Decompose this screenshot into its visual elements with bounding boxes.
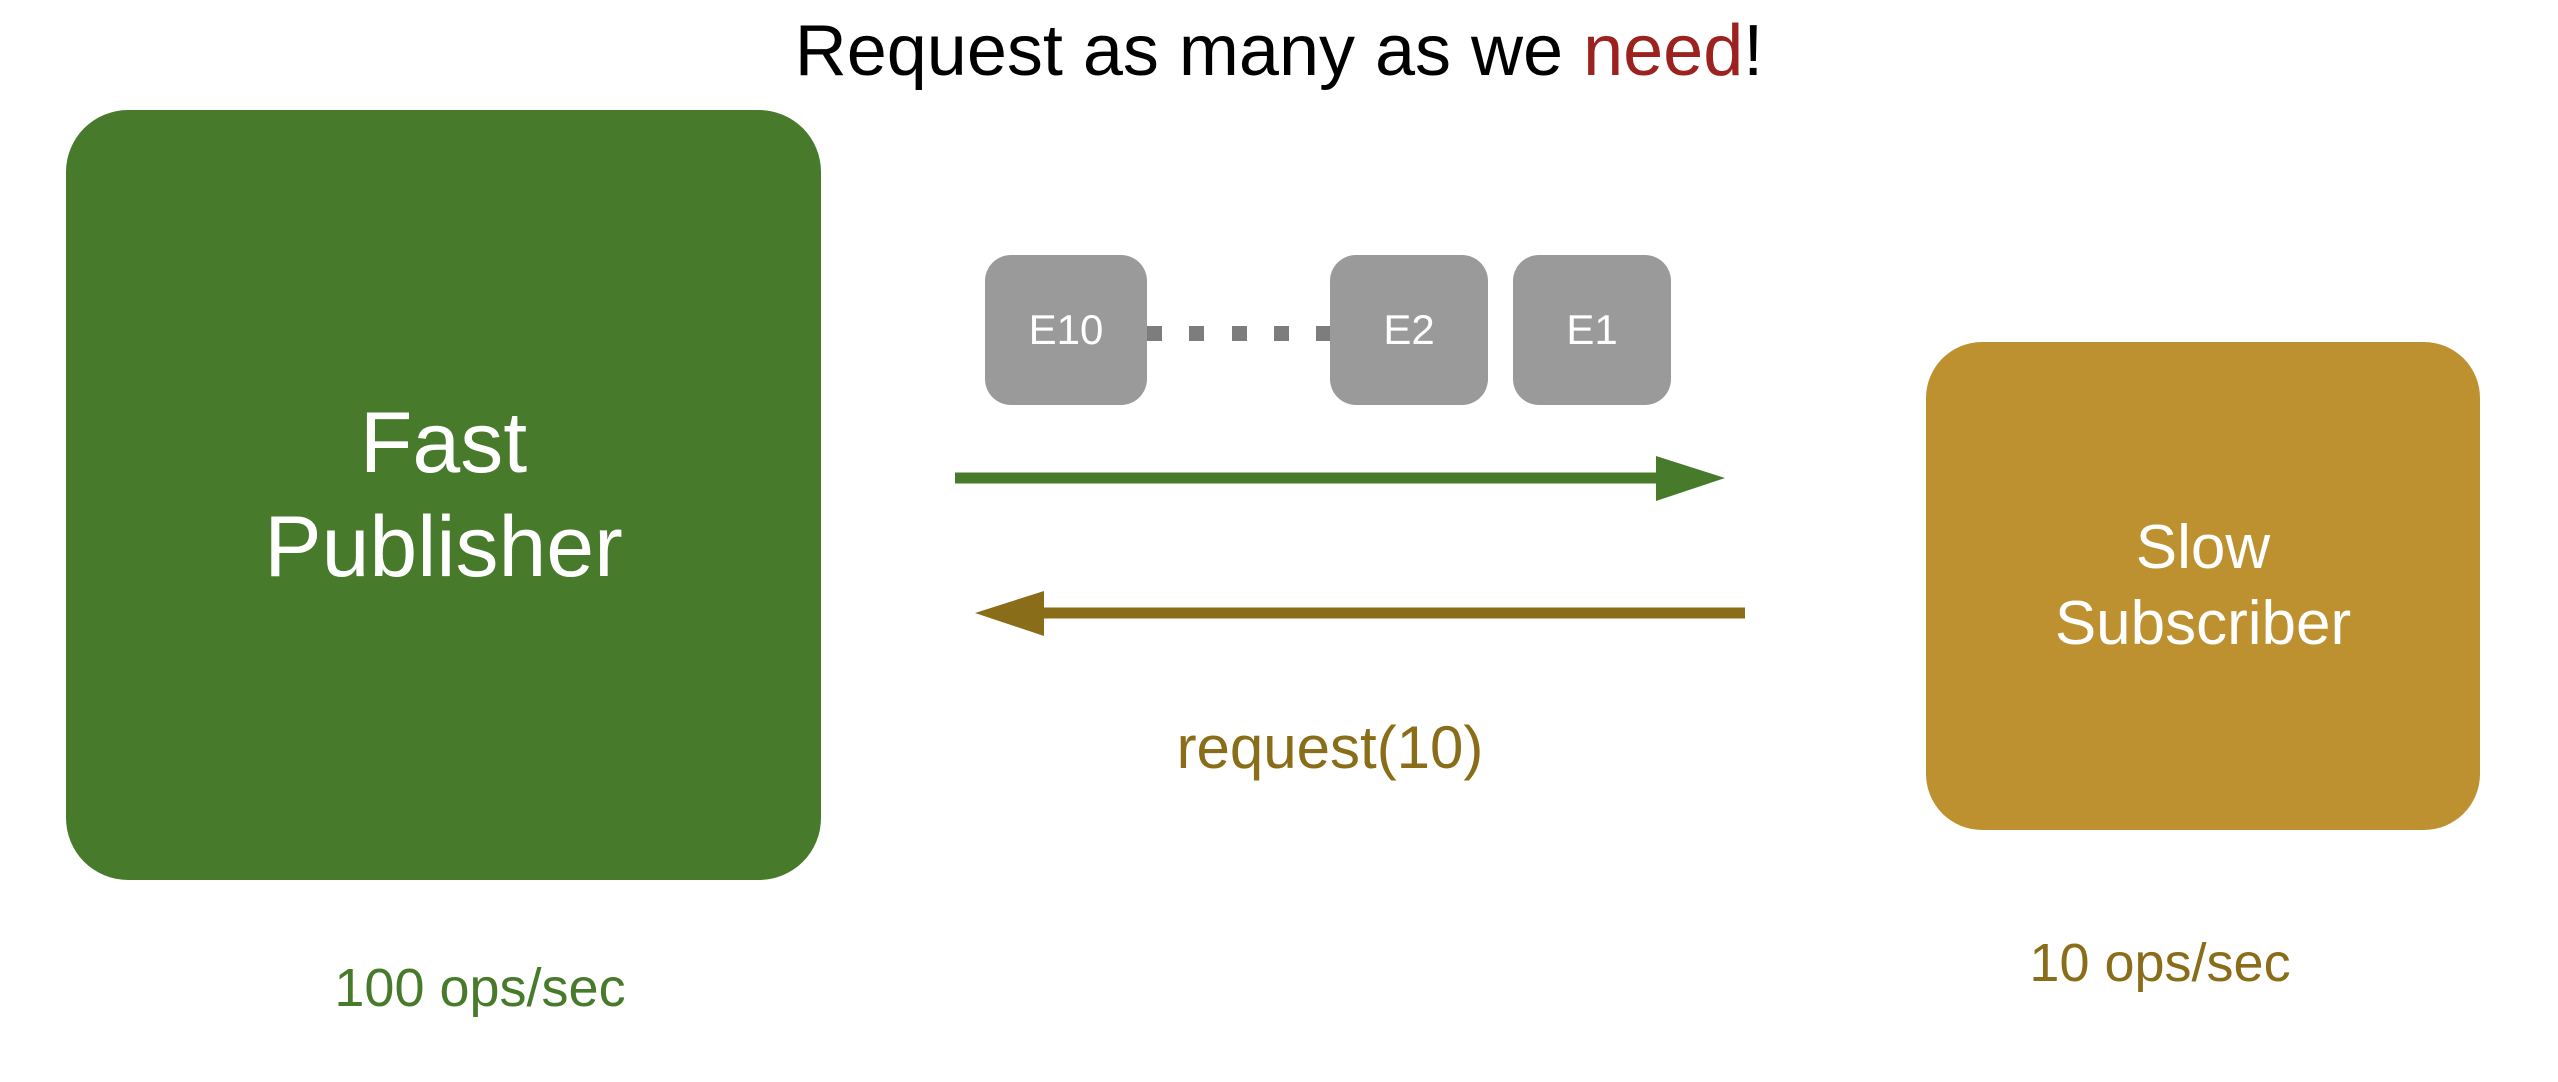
event-chip-e10[interactable]: E10 <box>985 255 1147 405</box>
request-flow-arrow-left-icon <box>975 591 1745 636</box>
ellipsis-dot-icon <box>1147 325 1162 341</box>
event-chip-e1-label: E1 <box>1566 306 1618 353</box>
ellipsis-dot-icon <box>1231 325 1247 341</box>
request-call-label: request(10) <box>1176 714 1484 781</box>
event-chip-e2[interactable]: E2 <box>1330 255 1488 405</box>
event-chip-e2-label: E2 <box>1383 306 1435 353</box>
ellipsis-dot-icon <box>1316 325 1331 341</box>
event-ellipsis-connector <box>1147 323 1331 343</box>
subscriber-rate-label: 10 ops/sec <box>2029 933 2291 993</box>
ellipsis-dot-icon <box>1189 325 1205 341</box>
page-title: Request as many as we need! <box>0 8 2558 94</box>
fast-publisher-node[interactable]: Fast Publisher <box>66 110 821 880</box>
data-flow-arrow-right-icon <box>955 456 1725 501</box>
slow-subscriber-node[interactable]: Slow Subscriber <box>1926 342 2480 830</box>
publisher-rate-label: 100 ops/sec <box>334 958 626 1018</box>
event-chip-e1[interactable]: E1 <box>1513 255 1671 405</box>
slow-subscriber-label: Slow Subscriber <box>2054 513 2352 658</box>
fast-publisher-label: Fast Publisher <box>264 395 623 595</box>
event-chip-e10-label: E10 <box>1028 306 1104 353</box>
title-accent-text: need <box>1583 11 1744 91</box>
title-tail-text: ! <box>1743 11 1764 91</box>
title-lead-text: Request as many as we <box>794 11 1584 91</box>
ellipsis-dot-icon <box>1273 325 1289 341</box>
